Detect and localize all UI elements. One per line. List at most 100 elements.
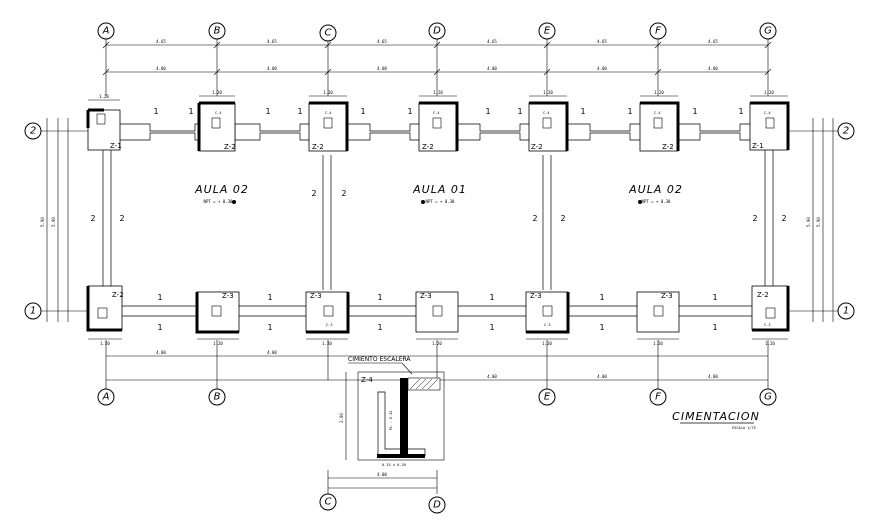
dim-bottom: 4.00	[597, 374, 607, 379]
axis-marker-e-top: E	[538, 22, 556, 40]
section-cut-1: 1	[267, 323, 272, 332]
section-cut-1: 1	[360, 107, 365, 116]
section-cut-2: 2	[532, 214, 537, 223]
section-cut-1: 1	[407, 107, 412, 116]
section-cut-1: 1	[188, 107, 193, 116]
footing-label: Z-2	[422, 143, 434, 151]
axis-label: A	[102, 26, 110, 37]
footing-z2-e2: C-4 Z-2	[528, 101, 569, 152]
section-cut-1: 1	[157, 293, 162, 302]
stair-width-dim: 4.00	[377, 472, 387, 477]
axis-marker-2-right: 2	[837, 122, 855, 140]
axis-label: 2	[843, 126, 849, 137]
dim-text-de: 4.65	[487, 39, 497, 44]
dim-side-right-2: 5.90	[816, 217, 821, 227]
drawing-title: CIMENTACION	[672, 410, 760, 423]
stair-foundation-detail: CIMIENTO ESCALERA Z-4 PL - 0.15 0.15 x 0…	[319, 356, 446, 514]
dim-bottom: 4.00	[708, 374, 718, 379]
footing-z1-g2: C-4 Z-1	[749, 101, 790, 151]
footing-z2-f2: C-4 Z-2	[639, 101, 680, 152]
column-tag: C-4	[215, 111, 222, 115]
drawing-scale: ESCALA 1/75	[732, 426, 756, 430]
section-cut-2: 2	[341, 189, 346, 198]
column-tag: C-4	[764, 111, 771, 115]
footing-label: Z-3	[310, 292, 322, 300]
section-cut-1: 1	[627, 107, 632, 116]
room-name-left: AULA 02	[194, 183, 249, 196]
foundation-beams	[102, 123, 774, 317]
stair-base-tag: 0.15 x 0.20	[382, 463, 406, 467]
room-level-left: NPT = + 0.30	[204, 199, 233, 204]
axis-marker-d-bottom: D	[428, 496, 446, 514]
footing-z2-a1: Z-2	[86, 285, 124, 332]
dim-footing: 1.20	[212, 90, 222, 95]
column-tag: C-4	[654, 111, 661, 115]
section-cut-1: 1	[712, 293, 717, 302]
axis-label: E	[544, 392, 551, 403]
dim-footing: 1.20	[764, 90, 774, 95]
dim-text-bc-2: 4.00	[267, 66, 277, 71]
section-cut-1: 1	[712, 323, 717, 332]
stair-zone-label: Z-4	[361, 376, 373, 384]
dim-side-right: 5.90	[806, 217, 811, 227]
dim-text-ab: 4.65	[156, 39, 166, 44]
dim-side-left: 5.90	[40, 217, 45, 227]
level-marker-icon	[232, 200, 236, 204]
dim-footing: 1.20	[433, 90, 443, 95]
footing-label: Z-3	[420, 292, 432, 300]
footings-top-row: Z-1 C-4 Z-2 C-4 Z-2 C-4 Z-2 C-4	[86, 101, 790, 152]
footing-z3-b1: Z-3	[195, 291, 240, 334]
stair-wall-tag: PL - 0.15	[389, 411, 393, 430]
section-cut-markers: 1 1 1 1 1 1 1 1 1 1 1 1 1 1 1 1 1 1 1 1 …	[90, 107, 786, 332]
footing-z2-b2: C-4 Z-2	[197, 101, 236, 152]
footing-z3-f1: Z-3	[636, 291, 680, 333]
dim-bottom: 4.00	[156, 350, 166, 355]
stair-wall-hatch	[400, 378, 408, 456]
footing-z3-e1: Z-3 C-3	[525, 291, 570, 334]
axis-marker-a-bottom: A	[97, 388, 115, 406]
axis-marker-1-left: 1	[24, 302, 42, 320]
dim-bottom: 4.00	[487, 374, 497, 379]
bottom-axis-markers: A B E F G	[97, 388, 777, 406]
dim-text-ef-2: 4.00	[597, 66, 607, 71]
column-tag: C-3	[764, 323, 771, 327]
dim-side-left-2: 5.90	[51, 217, 56, 227]
dim-text-ef: 4.65	[597, 39, 607, 44]
axis-marker-b-bottom: B	[208, 388, 226, 406]
axis-label: C	[325, 28, 332, 39]
axis-marker-a-top: A	[97, 22, 115, 40]
axis-marker-2-left: 2	[24, 122, 42, 140]
axis-marker-d-top: D	[428, 22, 446, 40]
axis-marker-c-top: C	[319, 24, 337, 42]
axis-label: E	[544, 26, 551, 37]
top-dimension-chain: 4.65 4.65 4.65 4.65 4.65 4.65 4.00 4.00 …	[102, 39, 772, 76]
column-tag: C-3	[326, 323, 333, 327]
section-cut-1: 1	[485, 107, 490, 116]
section-cut-2: 2	[752, 214, 757, 223]
section-cut-1: 1	[599, 293, 604, 302]
dim-footing: 1.20	[99, 94, 109, 99]
axis-marker-1-right: 1	[837, 302, 855, 320]
axis-marker-f-top: F	[649, 22, 667, 40]
axis-label: G	[764, 392, 772, 403]
dim-text-fg-2: 4.00	[708, 66, 718, 71]
section-cut-1: 1	[489, 323, 494, 332]
dim-footing: 1.20	[654, 90, 664, 95]
footing-z2-d2: C-4 Z-2	[418, 101, 459, 152]
axis-label: C	[325, 497, 332, 508]
footings-bottom-row: Z-2 Z-3 Z-3 C-3 Z-3 Z-3 C-3	[86, 285, 790, 334]
room-level-right: NPT = + 0.30	[642, 199, 671, 204]
axis-marker-f-bottom: F	[649, 388, 667, 406]
axis-marker-b-top: B	[208, 22, 226, 40]
axis-marker-g-bottom: G	[759, 388, 777, 406]
footing-label: Z-3	[661, 292, 673, 300]
dim-footing: 1.20	[765, 341, 775, 346]
axis-lines-top	[105, 39, 769, 96]
section-cut-2: 2	[119, 214, 124, 223]
section-cut-1: 1	[377, 323, 382, 332]
axis-marker-g-top: G	[759, 22, 777, 40]
section-cut-1: 1	[297, 107, 302, 116]
axis-label: D	[433, 26, 441, 37]
room-name-center: AULA 01	[412, 183, 467, 196]
axis-label: 2	[30, 126, 36, 137]
